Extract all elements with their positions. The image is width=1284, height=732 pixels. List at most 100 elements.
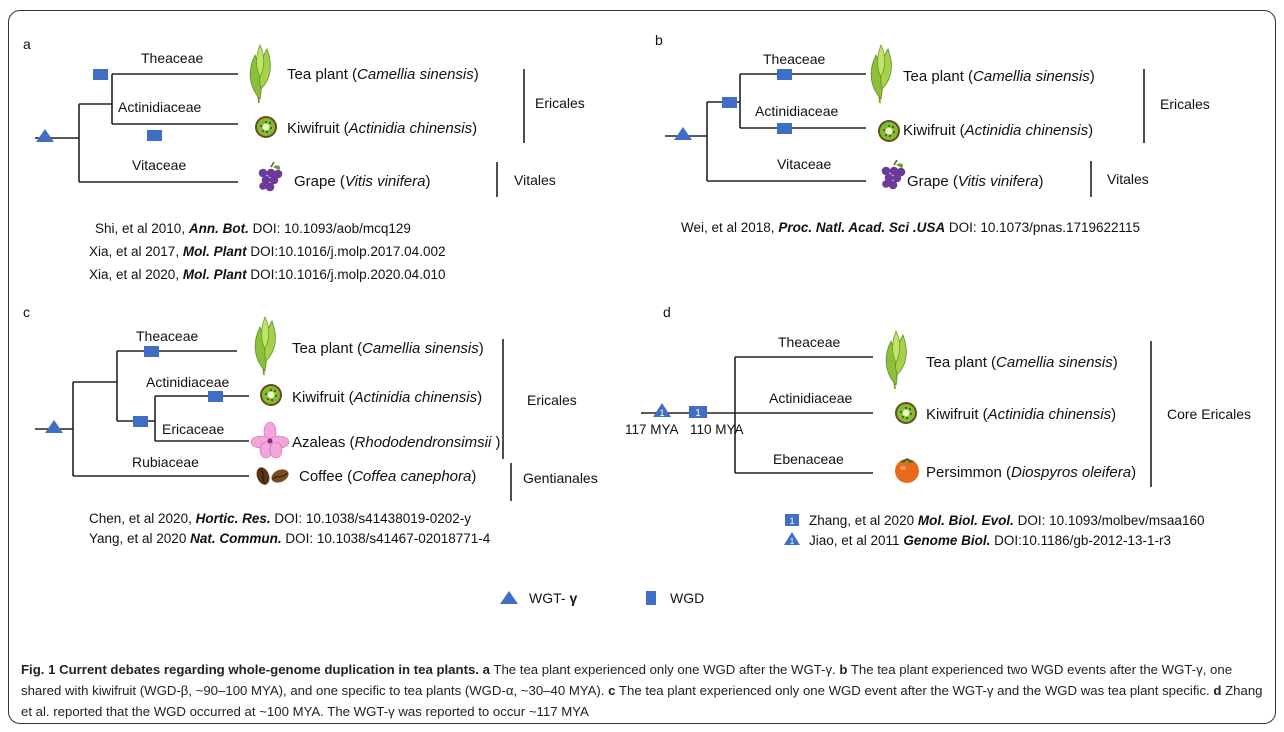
wgd-marker (93, 69, 108, 80)
panel-b-family-2: Actinidiaceae (755, 103, 838, 119)
panel-d-species-3: Persimmon (Diospyros oleifera) (926, 464, 1136, 481)
azalea-flower-icon (250, 421, 290, 459)
caption-a-label: a (482, 662, 490, 677)
panel-a-order-1: Ericales (535, 95, 585, 111)
wgd-marker-numbered (689, 406, 707, 418)
wgt-marker (45, 420, 63, 433)
marker-number: 1 (695, 408, 701, 419)
caption-b-label: b (839, 662, 848, 677)
persimmon-icon (895, 458, 919, 483)
panel-d-ref-2: Jiao, et al 2011 Genome Biol. DOI:10.118… (809, 533, 1171, 548)
panel-d-order-1: Core Ericales (1167, 406, 1251, 422)
panel-c-species-4: Coffee (Coffea canephora) (299, 468, 476, 485)
panel-c-ref-2: Yang, et al 2020 Nat. Commun. DOI: 10.10… (89, 531, 491, 546)
wgd-marker (144, 346, 159, 357)
panel-c-family-4: Rubiaceae (132, 454, 199, 470)
kiwi-icon (260, 384, 282, 406)
marker-number: 1 (789, 516, 794, 526)
panel-d-letter: d (663, 304, 671, 320)
tea-leaf-icon (254, 316, 277, 376)
panel-d-family-3: Ebenaceae (773, 451, 844, 467)
panel-b-tree (665, 73, 866, 182)
kiwi-icon (878, 120, 900, 142)
panel-c-ref-1: Chen, et al 2020, Hortic. Res. DOI: 10.1… (89, 511, 471, 526)
panel-a-species-2: Kiwifruit (Actinidia chinensis) (287, 120, 477, 137)
legend-wgt-label: WGT- γ (529, 590, 577, 606)
panel-c-order-2: Gentianales (523, 470, 598, 486)
panel-d-tree (641, 356, 873, 474)
caption-d-text: Zhang et al. reported that the WGD occur… (21, 683, 1263, 719)
panel-d-family-1: Theaceae (778, 334, 840, 350)
legend-wgt-marker (500, 591, 518, 604)
legend: WGT- γ WGD (500, 590, 704, 606)
tea-leaf-icon (249, 44, 272, 104)
caption-title: Fig. 1 Current debates regarding whole-g… (21, 662, 479, 677)
tea-leaf-icon (870, 44, 893, 104)
caption-b-text: The tea plant experienced two WGD events… (21, 662, 1233, 698)
panel-a-ref-1: Shi, et al 2010, Ann. Bot. DOI: 10.1093/… (95, 221, 411, 236)
panel-b: b Theaceae Actinidiaceae Vitaceae Tea pl… (655, 32, 1210, 235)
panel-c-letter: c (23, 304, 30, 320)
caption-c-label: c (608, 683, 616, 698)
panel-b-letter: b (655, 32, 663, 48)
panel-d-species-2: Kiwifruit (Actinidia chinensis) (926, 406, 1116, 423)
wgt-marker (36, 129, 54, 142)
panel-b-species-1: Tea plant (Camellia sinensis) (903, 68, 1095, 85)
panel-c-order-1: Ericales (527, 392, 577, 408)
panel-b-family-1: Theaceae (763, 51, 825, 67)
panel-d-species-1: Tea plant (Camellia sinensis) (926, 354, 1118, 371)
panel-d: d Theaceae Actinidiaceae Ebenaceae 1 1 1… (625, 304, 1251, 548)
panel-b-order-1: Ericales (1160, 96, 1210, 112)
panel-d-family-2: Actinidiaceae (769, 390, 852, 406)
wgt-marker (674, 127, 692, 140)
panel-c-species-1: Tea plant (Camellia sinensis) (292, 340, 484, 357)
panel-b-ref-1: Wei, et al 2018, Proc. Natl. Acad. Sci .… (681, 220, 1140, 235)
panel-a-order-2: Vitales (514, 172, 556, 188)
phylogeny-figure: a Theaceae Actinidiaceae Vitaceae Tea pl… (23, 32, 1251, 606)
legend-wgd-marker (646, 591, 656, 605)
caption-d-label: d (1213, 683, 1222, 698)
panel-c: c Theaceae Actinidiaceae Ericaceae Rubia… (23, 304, 598, 546)
panel-b-species-3: Grape (Vitis vinifera) (907, 173, 1043, 190)
panel-a-species-3: Grape (Vitis vinifera) (294, 173, 430, 190)
time-110: 110 MYA (690, 422, 744, 437)
caption-c-text: The tea plant experienced only one WGD e… (615, 683, 1210, 698)
panel-a-family-1: Theaceae (141, 50, 203, 66)
panel-a-species-1: Tea plant (Camellia sinensis) (287, 66, 479, 83)
wgd-marker (777, 69, 792, 80)
time-117: 117 MYA (625, 422, 679, 437)
figure-panel: a Theaceae Actinidiaceae Vitaceae Tea pl… (8, 10, 1276, 724)
grape-icon (257, 161, 284, 193)
grape-icon (880, 159, 907, 191)
panel-a-family-3: Vitaceae (132, 157, 186, 173)
figure-caption: Fig. 1 Current debates regarding whole-g… (21, 659, 1269, 722)
wgd-marker-numbered (785, 514, 799, 526)
wgd-marker (722, 97, 737, 108)
panel-b-order-2: Vitales (1107, 171, 1149, 187)
panel-c-family-3: Ericaceae (162, 421, 224, 437)
panel-c-species-3: Azaleas (Rhododendronsimsii ) (292, 434, 500, 451)
wgd-marker (208, 391, 223, 402)
panel-c-family-1: Theaceae (136, 328, 198, 344)
legend-wgd-label: WGD (670, 590, 704, 606)
panel-b-family-3: Vitaceae (777, 156, 831, 172)
panel-c-species-2: Kiwifruit (Actinidia chinensis) (292, 389, 482, 406)
panel-a-ref-3: Xia, et al 2020, Mol. Plant DOI:10.1016/… (89, 267, 445, 282)
panel-a-ref-2: Xia, et al 2017, Mol. Plant DOI:10.1016/… (89, 244, 445, 259)
wgd-marker (147, 130, 162, 141)
panel-a-letter: a (23, 36, 31, 52)
caption-a-text: The tea plant experienced only one WGD a… (489, 662, 836, 677)
wgt-marker-numbered (653, 403, 671, 417)
wgd-marker (777, 123, 792, 134)
marker-number: 1 (659, 408, 664, 418)
panel-a-tree (35, 73, 238, 183)
kiwi-icon (255, 116, 277, 138)
panel-a: a Theaceae Actinidiaceae Vitaceae Tea pl… (23, 36, 585, 282)
wgd-marker (133, 416, 148, 427)
kiwi-icon (895, 402, 917, 424)
panel-c-family-2: Actinidiaceae (146, 374, 229, 390)
panel-d-ref-1: Zhang, et al 2020 Mol. Biol. Evol. DOI: … (809, 513, 1204, 528)
tea-leaf-icon (885, 330, 908, 390)
wgt-marker-numbered (784, 532, 800, 545)
panel-b-species-2: Kiwifruit (Actinidia chinensis) (903, 122, 1093, 139)
